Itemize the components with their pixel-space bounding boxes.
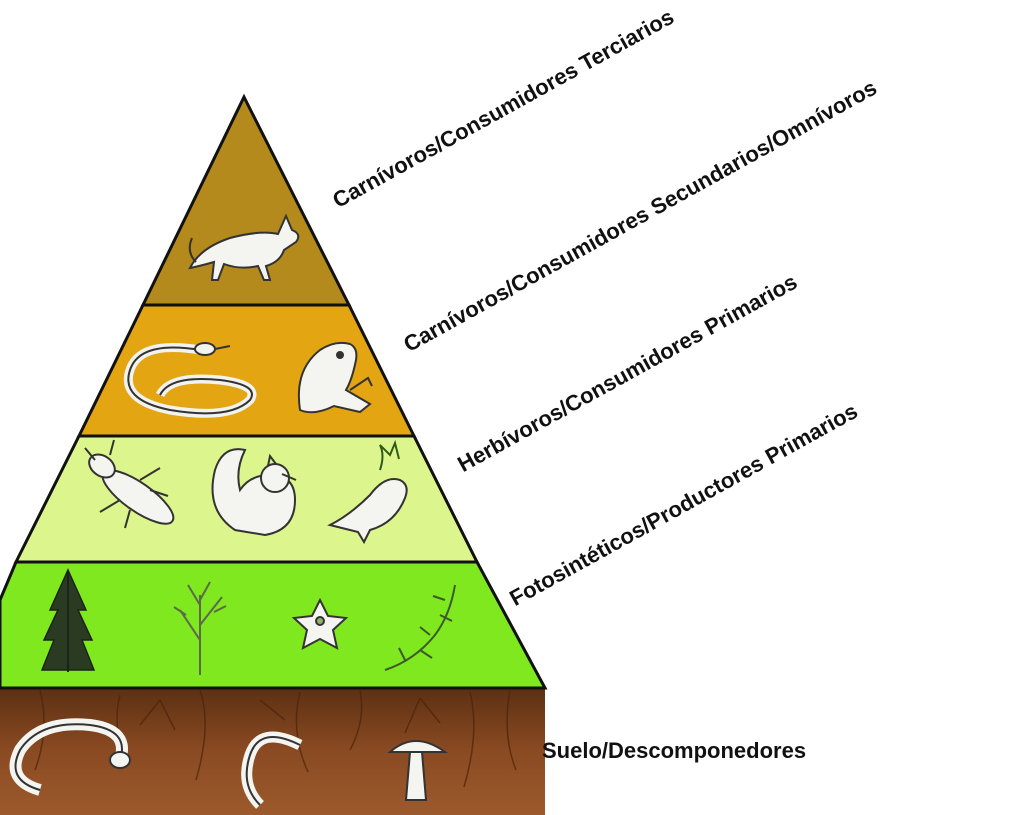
vine-plant-icon	[384, 584, 456, 671]
earthworm-icon	[241, 731, 303, 809]
fox-icon	[188, 213, 300, 281]
bare-tree-icon	[173, 581, 227, 675]
mushroom-icon	[387, 740, 449, 801]
frog-icon	[297, 341, 373, 414]
level-1-tertiary-band	[140, 93, 352, 307]
conifer-tree-icon	[40, 568, 96, 672]
soil-layer	[0, 686, 545, 815]
snake-icon	[124, 342, 257, 418]
bird-icon	[327, 439, 408, 545]
grub-icon	[9, 718, 131, 796]
beetle-icon	[84, 439, 175, 529]
squirrel-icon	[211, 448, 297, 537]
soil-label: Suelo/Descomponedores	[542, 738, 807, 763]
flower-icon	[291, 597, 349, 650]
